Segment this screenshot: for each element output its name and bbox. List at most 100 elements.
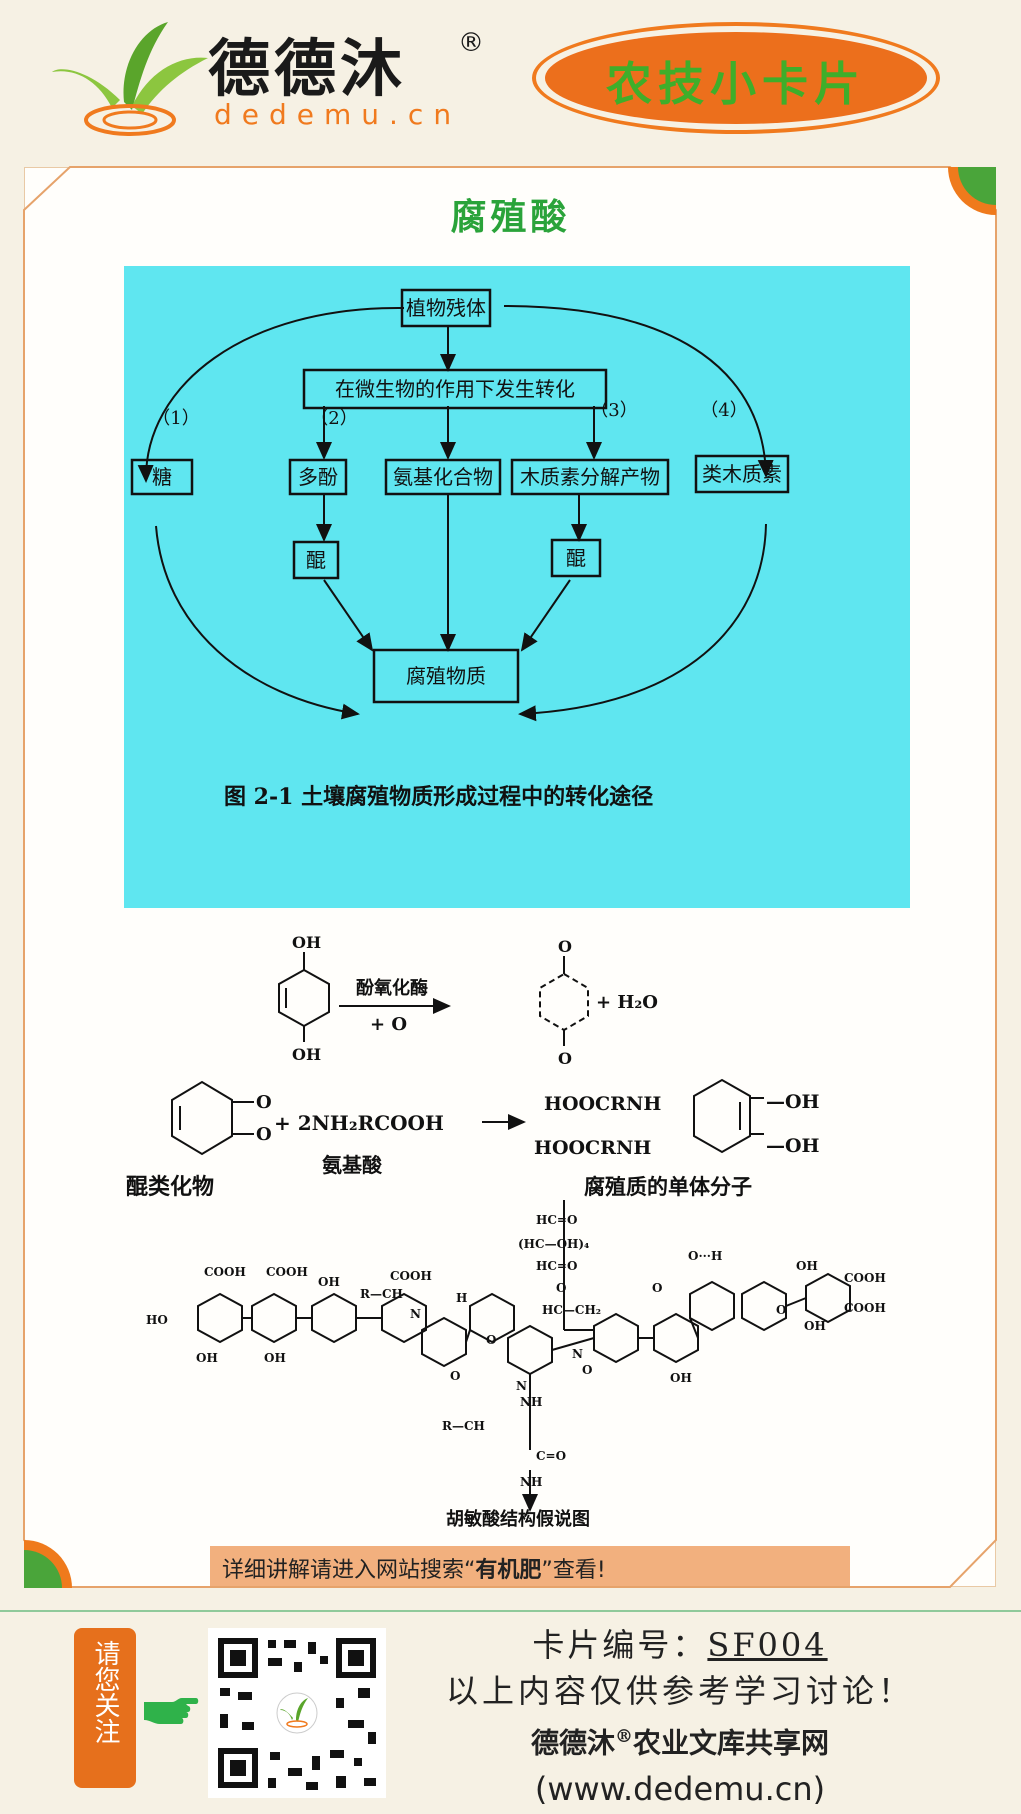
diagram-path-label-3: （3）	[590, 400, 637, 421]
chem-group-hc-ch2: HC—CH₂	[542, 1303, 601, 1317]
chem-group-o-h: O···H	[688, 1249, 722, 1263]
chem-group-oh-2: OH	[264, 1351, 286, 1365]
chem-group-oh-5: OH	[796, 1259, 818, 1273]
brand-registered-mark: ®	[458, 28, 484, 58]
badge-fill	[545, 32, 927, 124]
header: 德德沐 ® dedemu.cn 农技小卡片	[0, 0, 1021, 160]
website-note: 详细讲解请进入网站搜索“有机肥”查看!	[222, 1552, 606, 1584]
pointing-hand-icon	[144, 1698, 199, 1724]
site-url[interactable]: (www.dedemu.cn)	[534, 1770, 826, 1809]
chem-group-o-3: O	[556, 1281, 566, 1295]
chem-amino-expr: + 2NH₂RCOOH	[274, 1111, 444, 1135]
site-name-rest: 农业文库共享网	[633, 1726, 830, 1760]
page-title: 腐殖酸	[450, 196, 571, 238]
chem-group-oh-4: OH	[670, 1371, 692, 1385]
chem-group-hc-o-2: HC=O	[536, 1259, 577, 1273]
brand-name: 德德沐	[208, 32, 407, 105]
follow-badge	[74, 1628, 136, 1788]
chem-o-bottom: O	[558, 1049, 572, 1068]
chem-group-h: H	[456, 1291, 467, 1305]
diagram-top-box: 植物残体	[406, 296, 486, 320]
chem-plus-o: + O	[370, 1014, 407, 1035]
chem-monomer-label: 腐殖质的单体分子	[584, 1174, 752, 1199]
chem-group-nh-1: NH	[520, 1395, 542, 1409]
diagram-box-sugar: 糖	[152, 465, 172, 489]
chem-group-hc-o: HC=O	[536, 1213, 577, 1227]
chem-group-n-2: N	[572, 1347, 583, 1361]
chem-group-o-1: O	[450, 1369, 460, 1383]
diagram-microbe-box: 在微生物的作用下发生转化	[335, 377, 575, 401]
chem-o-top: O	[558, 937, 572, 956]
chem-group-n-3: N	[516, 1379, 527, 1393]
diagram-path-label-4: （4）	[700, 400, 747, 421]
chem-group-cooh-4: COOH	[844, 1271, 886, 1285]
note-suffix: ”查看!	[541, 1558, 606, 1583]
card-number: SF004	[707, 1626, 828, 1664]
card-number-line: 卡片编号：SF004	[420, 1622, 940, 1668]
diagram-box-polyphenol: 多酚	[298, 465, 338, 489]
site-name-line: 德德沐®农业文库共享网	[420, 1714, 940, 1766]
diagram-box-quinone-right: 醌	[566, 546, 586, 570]
chem-group-o-6: O	[776, 1303, 786, 1317]
diagram-box-lignoid: 类木质素	[702, 462, 782, 486]
chem-group-oh-1: OH	[196, 1351, 218, 1365]
card-number-label: 卡片编号：	[532, 1626, 708, 1664]
chem-amino-label: 氨基酸	[322, 1153, 383, 1177]
website-note-bar	[210, 1546, 850, 1586]
chem-group-cooh-2: COOH	[266, 1265, 308, 1279]
diagram-svg: 植物残体 在微生物的作用下发生转化 （1） （2） （3） （4） 糖 多酚 氨…	[130, 288, 790, 810]
chem-group-n-1: N	[410, 1307, 421, 1321]
chem-group-o-4: O	[582, 1363, 592, 1377]
chem-group-cooh-3: COOH	[390, 1269, 432, 1283]
brand-url: dedemu.cn	[214, 98, 462, 131]
diagram-box-lignin-products: 木质素分解产物	[520, 465, 660, 489]
chem-group-nh-2: NH	[520, 1475, 542, 1489]
chem-group-r-ch-2: R—CH	[442, 1419, 485, 1433]
qr-code[interactable]	[208, 1628, 386, 1798]
badge-outline	[532, 22, 940, 134]
chem-fulvic-label: 胡敏酸结构假说图	[446, 1508, 590, 1530]
chem-group-c-o: C=O	[536, 1449, 566, 1463]
follow-text: 请您关注	[74, 1640, 136, 1753]
chem-group-cooh-5: COOH	[844, 1301, 886, 1315]
chem-quinone-o1: O	[256, 1092, 272, 1113]
diagram-box-humus: 腐殖物质	[406, 664, 486, 688]
chem-group-r-ch: R—CH	[360, 1287, 403, 1301]
chem-monomer-oh2: —OH	[766, 1135, 820, 1157]
chem-group-o-2: O	[486, 1333, 496, 1347]
dedemu-logo-icon	[52, 22, 208, 136]
chem-enzyme: 酚氧化酶	[356, 977, 428, 999]
diagram-path-label-2: （2）	[310, 408, 357, 429]
badge-label: 农技小卡片	[606, 57, 866, 111]
chem-group-cooh-1: COOH	[204, 1265, 246, 1279]
disclaimer: 以上内容仅供参考学习讨论！	[445, 1672, 914, 1710]
chem-water: + H₂O	[596, 992, 658, 1013]
card-corner-decoration	[23, 166, 997, 1588]
diagram-box-quinone-left: 醌	[306, 548, 326, 572]
chem-group-o-5: O	[652, 1281, 662, 1295]
chem-monomer-oh1: —OH	[766, 1091, 820, 1113]
chem-group-oh-6: OH	[804, 1319, 826, 1333]
card-info: 卡片编号：SF004 以上内容仅供参考学习讨论！ 德德沐®农业文库共享网 (ww…	[420, 1622, 940, 1812]
site-registered-mark: ®	[615, 1726, 633, 1747]
chem-quinone-o2: O	[256, 1124, 272, 1145]
diagram-caption: 图 2-1 土壤腐殖物质形成过程中的转化途径	[224, 784, 653, 810]
chem-group-hc-oh4: (HC—OH)₄	[518, 1237, 589, 1251]
note-prefix: 详细讲解请进入网站搜索“	[222, 1558, 476, 1583]
follow-label: 请您关注	[90, 1640, 120, 1744]
chem-oh-top: OH	[292, 933, 321, 952]
humus-formation-diagram: 植物残体 在微生物的作用下发生转化 （1） （2） （3） （4） 糖 多酚 氨…	[124, 266, 910, 908]
chem-oh-bottom: OH	[292, 1045, 321, 1064]
chemistry-illustration: OH OH 酚氧化酶 + O O O + H₂O O O + 2NH₂RCOOH…	[124, 930, 910, 1540]
footer-divider	[0, 1610, 1021, 1612]
site-name: 德德沐	[530, 1726, 615, 1760]
chem-monomer-line2: HOOCRNH	[534, 1137, 651, 1159]
diagram-path-label-1: （1）	[152, 408, 199, 429]
qr-code-icon	[218, 1638, 376, 1790]
chem-quinone-label: 醌类化物	[126, 1174, 214, 1200]
note-keyword[interactable]: 有机肥	[475, 1558, 542, 1583]
diagram-box-amino-compound: 氨基化合物	[393, 465, 493, 489]
chem-group-ho: HO	[146, 1313, 168, 1327]
chemistry-svg: OH OH 酚氧化酶 + O O O + H₂O O O + 2NH₂RCOOH…	[126, 933, 886, 1530]
chem-group-oh-3: OH	[318, 1275, 340, 1289]
